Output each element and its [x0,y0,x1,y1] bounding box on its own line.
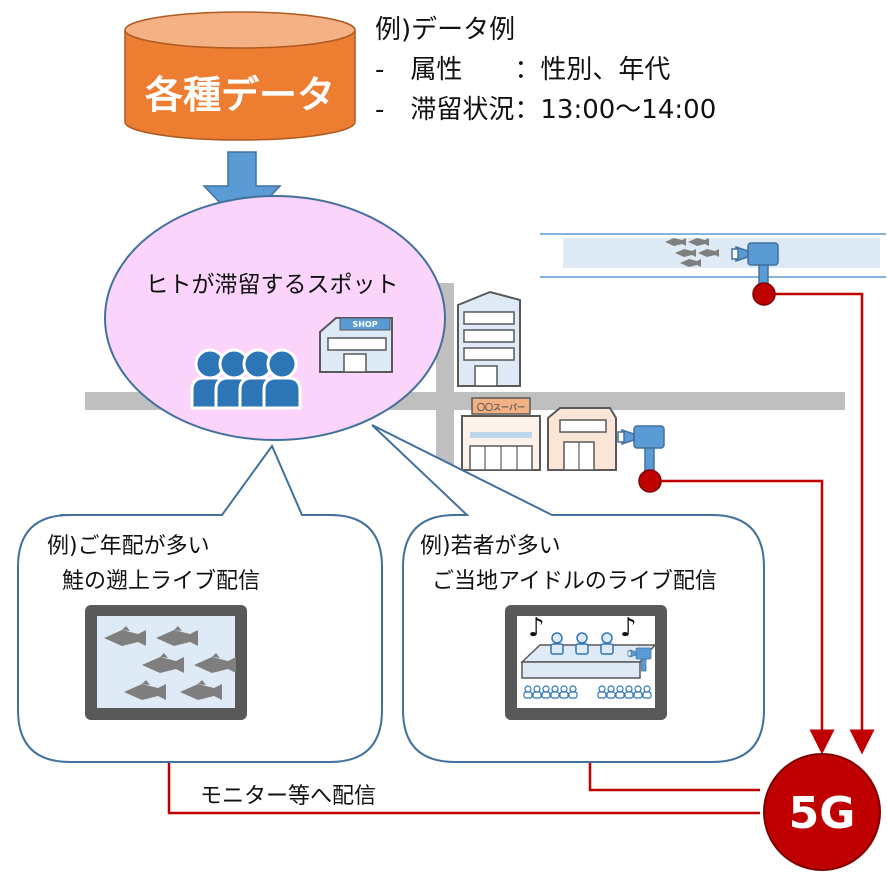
shop-icon: SHOP [319,317,393,373]
monitor-icon [85,605,247,720]
network-label: 5G [789,788,856,839]
database-label: 各種データ [145,73,335,117]
network-5g-badge: 5G [763,753,881,871]
music-note-icon: ♪ ♪ [528,613,637,643]
camera-icon [731,242,779,306]
example-data: 例)データ例 - 属性 ：性別、年代 - 滞留状況：13:00～14:00 [375,15,716,125]
svg-text:♪: ♪ [620,613,637,643]
example-stay-status: - 滞留状況：13:00～14:00 [375,95,716,125]
svg-text:♪: ♪ [528,613,545,643]
spot-area: ヒトが滞留するスポット SHOP [104,195,446,441]
monitor-icon: ♪ ♪ [505,605,667,720]
delivery-label: モニター等へ配信 [200,784,376,809]
supermarket-sign: 〇〇スーパー [477,402,525,412]
bubble-elderly-line1: 例)ご年配が多い [47,534,210,559]
shop-building-icon [547,407,617,471]
camera-icon [617,425,665,493]
people-icon [190,348,302,410]
example-title: 例)データ例 [375,15,515,45]
supermarket-icon: 〇〇スーパー [461,397,541,471]
shop-sign: SHOP [352,320,377,329]
spot-label: ヒトが滞留するスポット [146,272,399,298]
database-icon: 各種データ [124,11,356,141]
bubble-young-line1: 例)若者が多い [420,534,561,559]
river-strip [540,233,886,278]
office-building-icon [457,290,521,387]
bubble-elderly-line2: 鮭の遡上ライブ配信 [62,569,260,594]
bubble-young-line2: ご当地アイドルのライブ配信 [432,569,717,594]
example-attribute: - 属性 ：性別、年代 [375,55,670,85]
